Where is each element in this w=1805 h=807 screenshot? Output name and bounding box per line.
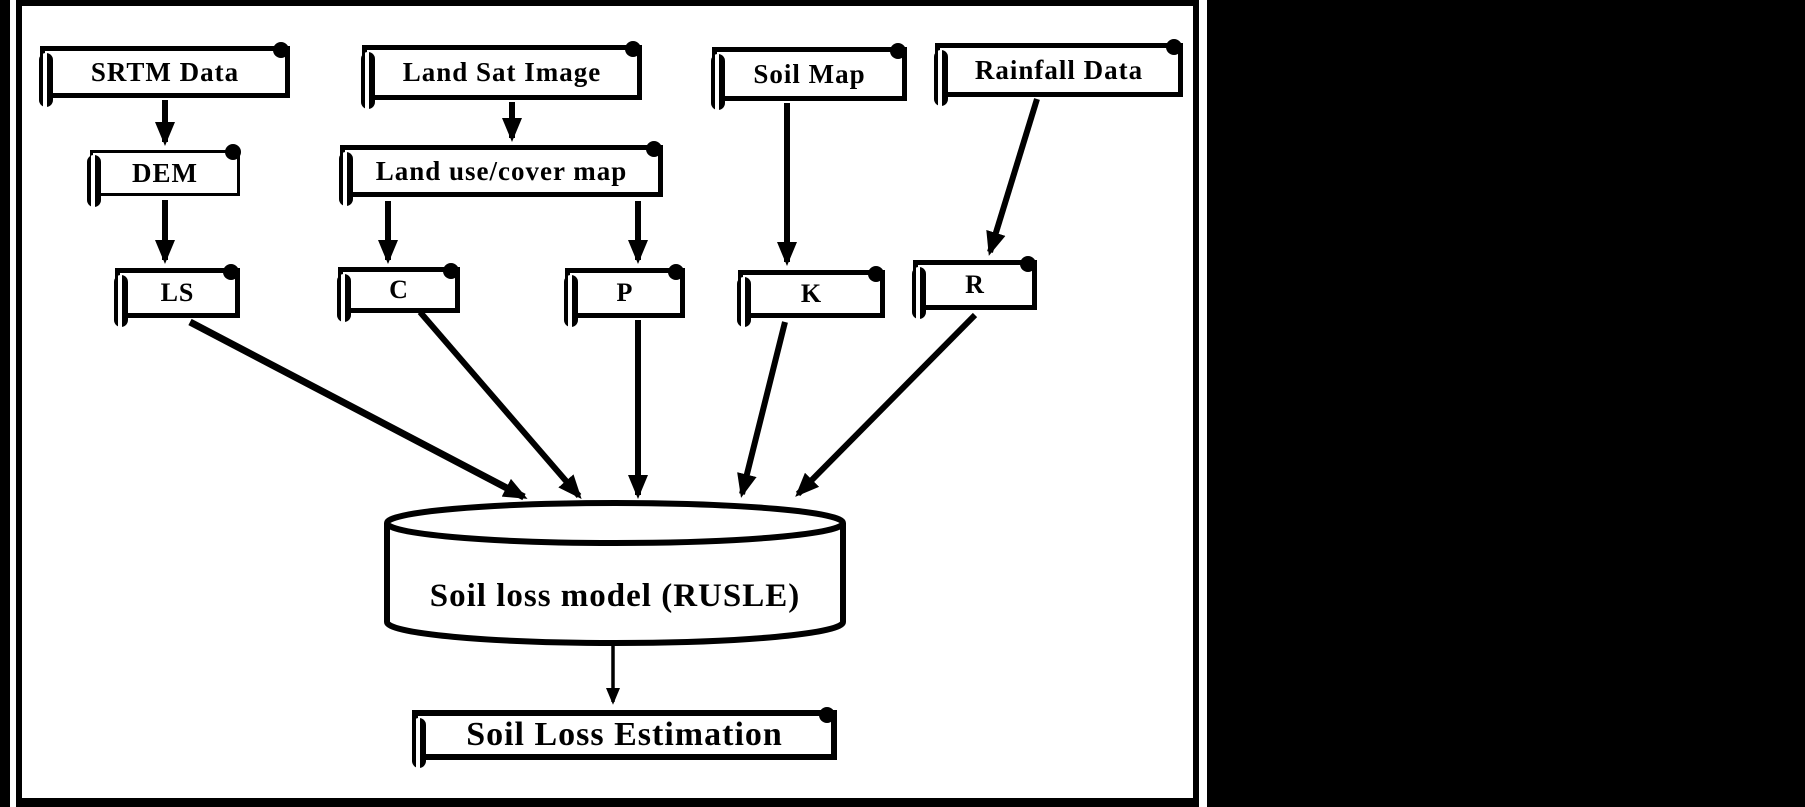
scroll-roll-decoration [339,152,353,206]
node-land-use-cover-map: Land use/cover map [339,141,663,206]
node-k-factor-label: K [800,279,823,308]
arrow-rainfall-to-r [986,98,1040,256]
node-c-factor: C [337,263,460,322]
diagram-panel [10,0,1207,807]
node-p-factor: P [564,264,685,327]
node-soil-loss-estimation: Soil Loss Estimation [412,707,837,768]
node-soil-loss-estimation-label: Soil Loss Estimation [466,716,783,753]
scroll-roll-decoration [337,274,351,322]
node-land-use-cover-map-label: Land use/cover map [375,155,628,186]
node-ls-factor: LS [114,264,240,327]
node-rainfall-data: Rainfall Data [934,39,1183,106]
scroll-knob-decoration [1020,256,1036,272]
scroll-roll-decoration [114,275,128,327]
node-r-factor: R [912,256,1037,319]
node-rainfall-data-label: Rainfall Data [974,54,1144,85]
arrow-r-to-model [795,312,978,497]
node-dem: DEM [87,144,241,207]
scroll-knob-decoration [443,263,459,279]
node-srtm-data-label: SRTM Data [90,56,240,87]
node-r-factor-label: R [965,270,985,299]
scroll-roll-decoration [412,718,426,768]
cylinder-top-rim [384,500,846,546]
node-soil-loss-model-label: Soil loss model (RUSLE) [429,578,801,614]
node-c-factor-label: C [389,275,409,304]
node-landsat-image-label: Land Sat Image [402,57,602,87]
scroll-roll-decoration [361,52,375,109]
node-dem-label: DEM [132,157,198,188]
scroll-knob-decoration [273,42,289,58]
scroll-knob-decoration [223,264,239,280]
node-p-factor-label: P [616,278,634,307]
scroll-knob-decoration [225,144,241,160]
diagram-border-frame [16,0,1199,807]
scroll-knob-decoration [625,41,641,57]
scroll-roll-decoration [39,53,53,107]
node-srtm-data: SRTM Data [39,42,290,107]
node-k-factor: K [737,266,885,327]
arrow-k-to-model [737,321,788,498]
node-ls-factor-label: LS [160,278,195,307]
arrow-ls-to-model [188,318,528,501]
scroll-roll-decoration [737,277,751,327]
scroll-knob-decoration [868,266,884,282]
scroll-roll-decoration [564,275,578,327]
scroll-roll-decoration [87,155,101,207]
scroll-knob-decoration [646,141,662,157]
node-landsat-image: Land Sat Image [361,41,642,109]
node-soil-map-label: Soil Map [753,58,866,89]
arrow-c-to-model [417,310,582,500]
cylinder-body [384,523,846,646]
scroll-knob-decoration [819,707,835,723]
scroll-roll-decoration [934,50,948,106]
scroll-knob-decoration [1166,39,1182,55]
scroll-roll-decoration [912,267,926,319]
node-soil-map: Soil Map [711,43,907,110]
scroll-roll-decoration [711,54,725,110]
scroll-knob-decoration [890,43,906,59]
scroll-knob-decoration [668,264,684,280]
